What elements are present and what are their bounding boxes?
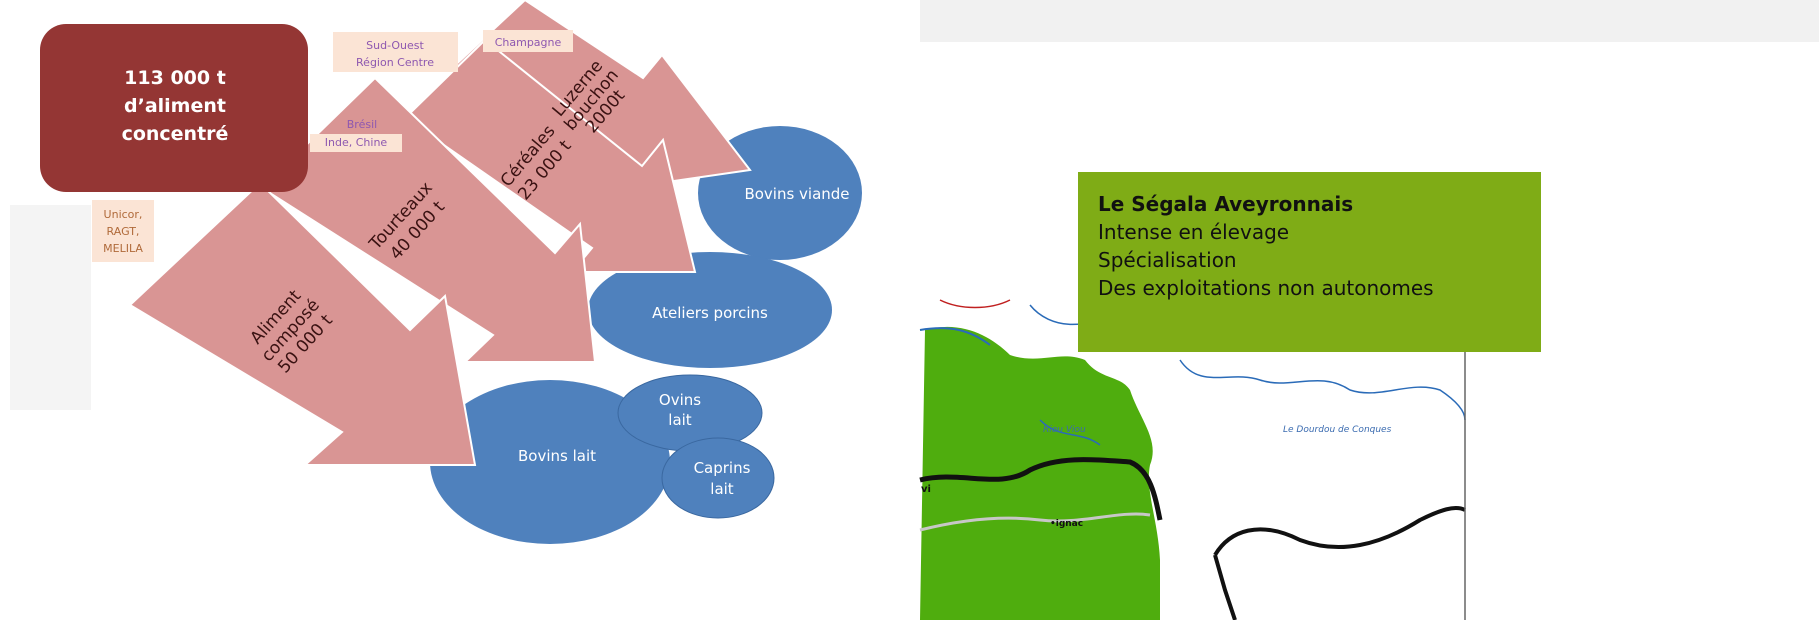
map-border (1213, 554, 1237, 620)
source-unicor-line1: Unicor, (104, 208, 143, 221)
info-box: Le Ségala Aveyronnais Intense en élevage… (1078, 172, 1541, 352)
map-label-town: •ignac (1050, 519, 1083, 529)
source-labels: Unicor, RAGT, MELILA Brésil Inde, Chine … (92, 30, 573, 262)
map-river (919, 327, 991, 346)
ellipse-ateliers-porcins (588, 252, 832, 368)
total-box-line1: 113 000 t (124, 67, 226, 89)
source-bg-sud-ouest (333, 32, 458, 72)
source-bg-champagne (483, 30, 573, 52)
map-river (1179, 359, 1466, 421)
total-box: 113 000 t d’aliment concentré (40, 24, 308, 192)
source-unicor-line3: MELILA (103, 242, 143, 255)
ellipse-caprins-lait (661, 437, 775, 519)
map-label-riou: Riou Viou (1043, 425, 1086, 435)
source-champagne: Champagne (495, 36, 562, 49)
bovins-lait-label: Bovins lait (518, 447, 596, 465)
source-sud-ouest-line1: Sud-Ouest (366, 39, 424, 52)
background-panel-left (10, 205, 91, 410)
ovins-lait-line1: Ovins (659, 391, 701, 409)
info-box-title: Le Ségala Aveyronnais (1098, 192, 1354, 216)
map-label-dourdou: Le Dourdou de Conques (1283, 425, 1392, 435)
source-sud-ouest-line2: Région Centre (356, 56, 434, 69)
caprins-lait-line2: lait (710, 480, 734, 498)
source-bresil-line1: Brésil (347, 118, 377, 131)
map: Riou Viou Le Dourdou de Conques •ignac v… (919, 299, 1466, 620)
total-box-line3: concentré (122, 123, 229, 145)
caprins-lait-line1: Caprins (694, 459, 751, 477)
ateliers-porcins-label: Ateliers porcins (652, 304, 768, 322)
ellipse-bovins-lait (430, 380, 670, 544)
arrow-aliment (128, 181, 477, 466)
total-box-shape (40, 24, 308, 192)
map-road (919, 512, 1151, 532)
background-strip (920, 0, 1819, 42)
source-unicor-line2: RAGT, (107, 225, 140, 238)
map-label-edge: vi (921, 484, 931, 495)
total-box-line2: d’aliment (124, 95, 226, 117)
map-region-green (920, 326, 1160, 620)
consumer-ellipses (430, 126, 862, 544)
consumer-ellipses-small (617, 374, 775, 519)
source-bg-unicor (92, 200, 154, 262)
map-border (919, 457, 1163, 521)
source-bresil-line2: Inde, Chine (325, 136, 388, 149)
info-box-line3: Des exploitations non autonomes (1098, 276, 1434, 300)
map-border (1213, 506, 1466, 557)
source-bg-bresil (310, 134, 402, 152)
map-boundary-red (939, 299, 1011, 309)
map-river (1039, 419, 1101, 446)
ovins-lait-line2: lait (668, 411, 692, 429)
arrow-cereales (403, 38, 697, 273)
info-box-line1: Intense en élevage (1098, 220, 1290, 244)
bovins-viande-label: Bovins viande (744, 185, 849, 203)
info-box-line2: Spécialisation (1098, 248, 1237, 272)
